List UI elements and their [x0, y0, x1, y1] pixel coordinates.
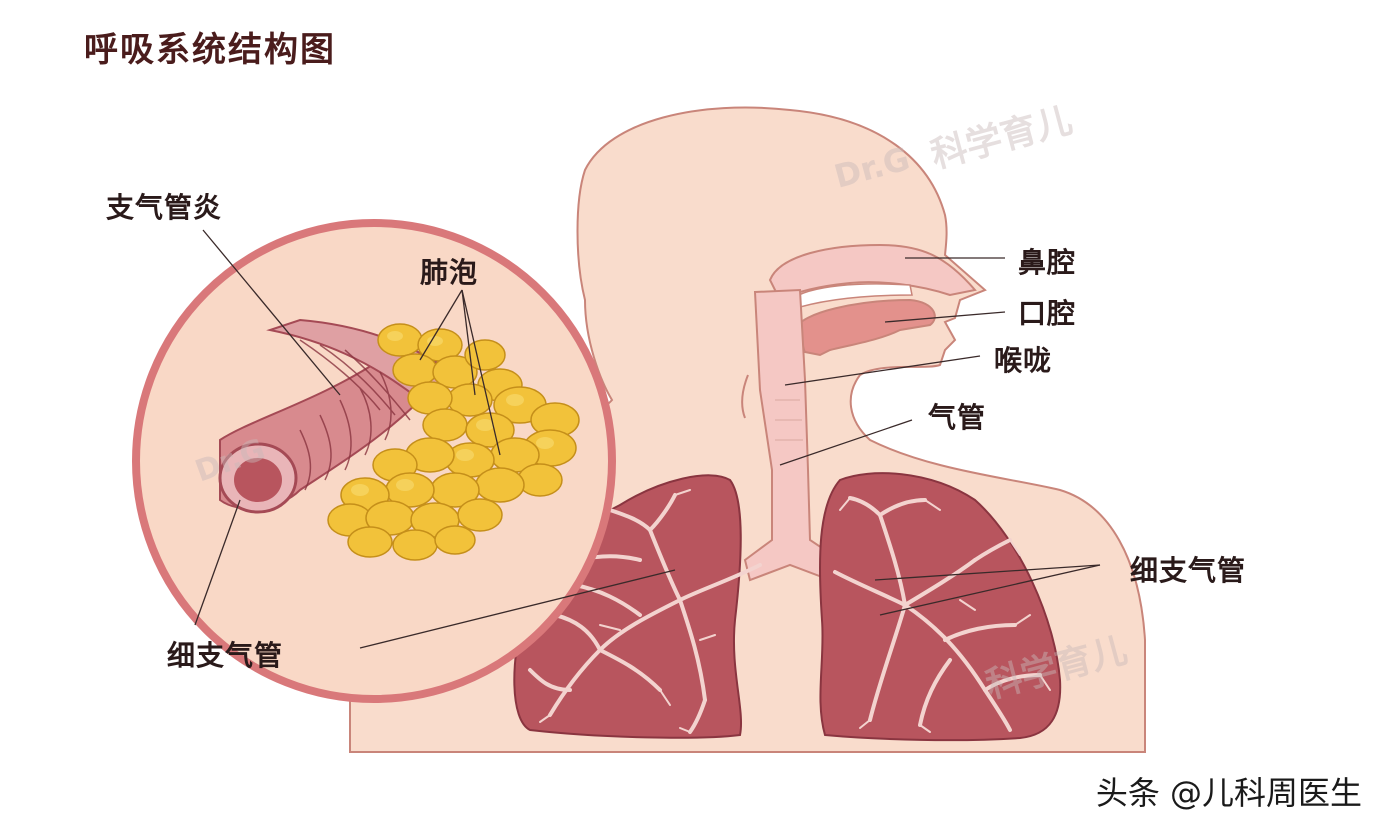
- label-trachea: 气管: [928, 401, 987, 434]
- nasal-cavity-shape: [768, 243, 977, 302]
- label-oral-cavity: 口腔: [1018, 297, 1077, 330]
- leader-lines: [194, 229, 1101, 649]
- label-bronchiole-left: 细支气管: [167, 639, 284, 672]
- right-bronchial-tree: [833, 496, 1042, 732]
- label-bronchiole-right: 细支气管: [1130, 554, 1247, 587]
- alveoli-inset: Dr.G: [132, 219, 616, 703]
- source-credit: 头条 @儿科周医生: [1095, 774, 1362, 812]
- watermark-text: 科学育儿: [926, 99, 1076, 177]
- page-title: 呼吸系统结构图: [84, 30, 336, 70]
- nasal-inner: [789, 283, 913, 312]
- right-lung: [818, 472, 1062, 742]
- label-throat: 喉咙: [994, 344, 1053, 377]
- trachea-shape: [743, 288, 842, 582]
- oral-cavity-shape: [794, 298, 936, 357]
- label-alveoli: 肺泡: [420, 256, 479, 289]
- left-bronchial-tree: [528, 493, 762, 734]
- alveoli-cluster: [327, 323, 580, 561]
- label-nasal-cavity: 鼻腔: [1018, 246, 1077, 279]
- label-bronchitis: 支气管炎: [106, 191, 223, 224]
